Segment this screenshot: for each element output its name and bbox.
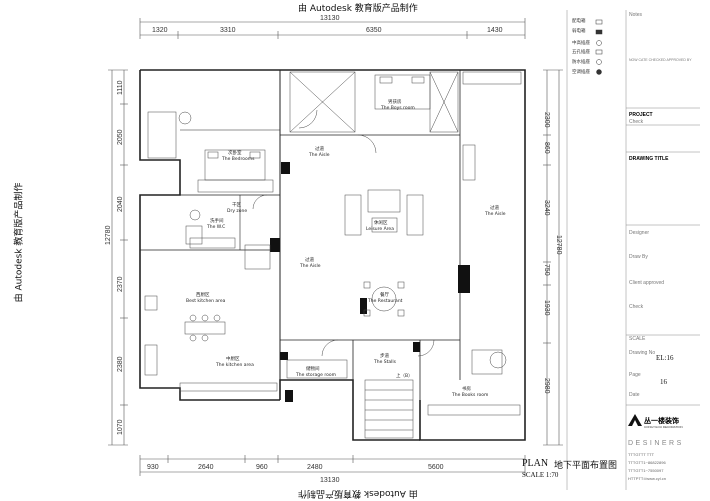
walls	[139, 69, 526, 441]
plan-title: PLAN	[522, 458, 549, 469]
dim-bottom-2: 960	[256, 464, 268, 471]
logo-icon	[628, 414, 642, 426]
room-5-en: Leisure Area	[366, 226, 394, 232]
room-8-en: Best kitchen area	[186, 298, 226, 304]
room-11-en: The storage room	[295, 372, 336, 378]
dim-right-2: 3240	[543, 200, 550, 216]
legend-item-2: 中高插座	[572, 41, 590, 46]
dimension-lines	[108, 18, 563, 476]
room-6-en: The Aisle	[484, 211, 506, 217]
room-12-cn: 步道	[380, 352, 389, 359]
room-1-en: The Bedrooms	[221, 156, 255, 162]
dim-left-1: 2050	[117, 129, 124, 145]
title-block-frame	[566, 10, 700, 490]
dim-top-1: 3310	[220, 27, 236, 34]
legend-item-1: 弱电箱	[572, 29, 586, 34]
room-10-cn: 中厨区	[226, 355, 240, 362]
plan-scale: SCALE 1:70	[522, 471, 559, 479]
room-6-cn: 过道	[490, 204, 499, 211]
room-4-en: The W.C	[206, 224, 225, 230]
dim-bottom-1: 2640	[198, 464, 214, 471]
legend-item-3: 五孔插座	[572, 50, 590, 55]
dim-top-0: 1320	[152, 27, 168, 34]
dim-right-5: 2980	[543, 378, 550, 394]
tb-check2: Check	[629, 304, 644, 310]
room-8-cn: 西厨区	[196, 292, 210, 298]
dimension-labels: 13130 1320 3310 6350 1430 930 2640 960 2…	[105, 15, 562, 484]
dim-left-total: 12780	[105, 225, 112, 245]
dim-left-3: 2370	[117, 276, 124, 292]
legend-item-4: 防水插座	[572, 60, 590, 65]
dim-right-total: 12780	[555, 235, 562, 255]
tb-check: Check	[629, 119, 644, 125]
logo-name: 丛一楼装饰	[644, 417, 679, 425]
dim-right-3: 750	[543, 264, 550, 276]
dim-top-2: 6350	[366, 27, 382, 34]
room-9-en: The Restaurant	[367, 298, 403, 304]
dim-top-total: 13130	[320, 15, 340, 22]
tb-notes: Notes	[629, 12, 643, 18]
room-3-en: Dry zone	[227, 208, 247, 214]
dim-bottom-4: 5600	[428, 464, 444, 471]
legend-item-5: 空调插座	[572, 70, 590, 75]
dim-right-0: 2300	[543, 112, 550, 128]
dim-bottom-3: 2480	[307, 464, 323, 471]
room-10-en: The kitchen area	[215, 362, 254, 368]
dim-bottom-0: 930	[147, 464, 159, 471]
room-9-cn: 餐厅	[380, 291, 389, 298]
columns	[270, 162, 470, 402]
tb-designer: Designer	[629, 230, 650, 236]
tb-client-approved: Client approved	[629, 280, 665, 286]
dim-right-1: 860	[543, 142, 550, 154]
legend-item-0: 配电箱	[572, 19, 586, 24]
stair-label: 上（B）	[396, 372, 413, 379]
room-5-cn: 休闲区	[374, 219, 388, 226]
tb-drawing-no: Drawing No	[629, 350, 656, 356]
tb-draw-by: Draw By	[629, 254, 648, 260]
dim-bottom-total: 13130	[320, 477, 340, 484]
designers-label: DESINERS	[628, 440, 684, 447]
room-7-en: The Aisle	[299, 263, 321, 269]
room-12-en: The Stalls	[373, 359, 397, 365]
logo-subtitle: CONGYILOU DECORATION	[644, 425, 683, 429]
tb-drawing-no-val: EL:16	[656, 354, 674, 362]
room-2-en: The Aisle	[308, 152, 330, 158]
room-2-cn: 过道	[315, 145, 324, 152]
tb-page: Page	[629, 372, 641, 378]
tb-drawing-title: DRAWING TITLE	[629, 156, 669, 162]
plan-title-cn: 地下平面布置图	[554, 461, 618, 471]
room-11-cn: 储物间	[306, 365, 320, 372]
tb-date: Date	[629, 392, 640, 398]
room-labels: 男孩房 The Boys room 次卧室 The Bedrooms 过道 Th…	[186, 98, 506, 398]
room-1-cn: 次卧室	[228, 149, 242, 156]
contact-line-0: TTTGTTT TTT	[628, 452, 655, 457]
tb-project: PROJECT	[629, 112, 653, 118]
dim-top-3: 1430	[487, 27, 503, 34]
room-0-cn: 男孩房	[388, 98, 402, 105]
watermark-top: 由 Autodesk 教育版产品制作	[298, 4, 418, 14]
room-4-cn: 洗手间	[210, 217, 224, 224]
dim-left-5: 1070	[117, 419, 124, 435]
contact-line-3: HTTPTT://www.cyl.cn	[628, 476, 667, 481]
contact-line-2: TTTGTT1~7550097	[628, 468, 664, 473]
contact-line-1: TTTGTT1~86822896	[628, 460, 666, 465]
tb-scale: SCALE	[629, 336, 646, 342]
tb-check-note: NOW CATE CHECKED APPROVED BY	[629, 58, 692, 62]
room-13-en: The Books room	[451, 392, 488, 398]
legend-symbols	[595, 19, 603, 75]
dim-left-4: 2380	[117, 356, 124, 372]
room-13-cn: 书房	[462, 385, 471, 392]
tb-page-val: 16	[660, 378, 667, 386]
dim-left-0: 1110	[117, 80, 124, 95]
room-0-en: The Boys room	[380, 105, 415, 111]
dim-left-2: 2040	[117, 196, 124, 212]
dim-right-4: 1930	[543, 300, 550, 316]
room-7-cn: 过道	[305, 256, 314, 263]
furniture	[144, 71, 522, 439]
room-3-cn: 干区	[232, 202, 241, 208]
